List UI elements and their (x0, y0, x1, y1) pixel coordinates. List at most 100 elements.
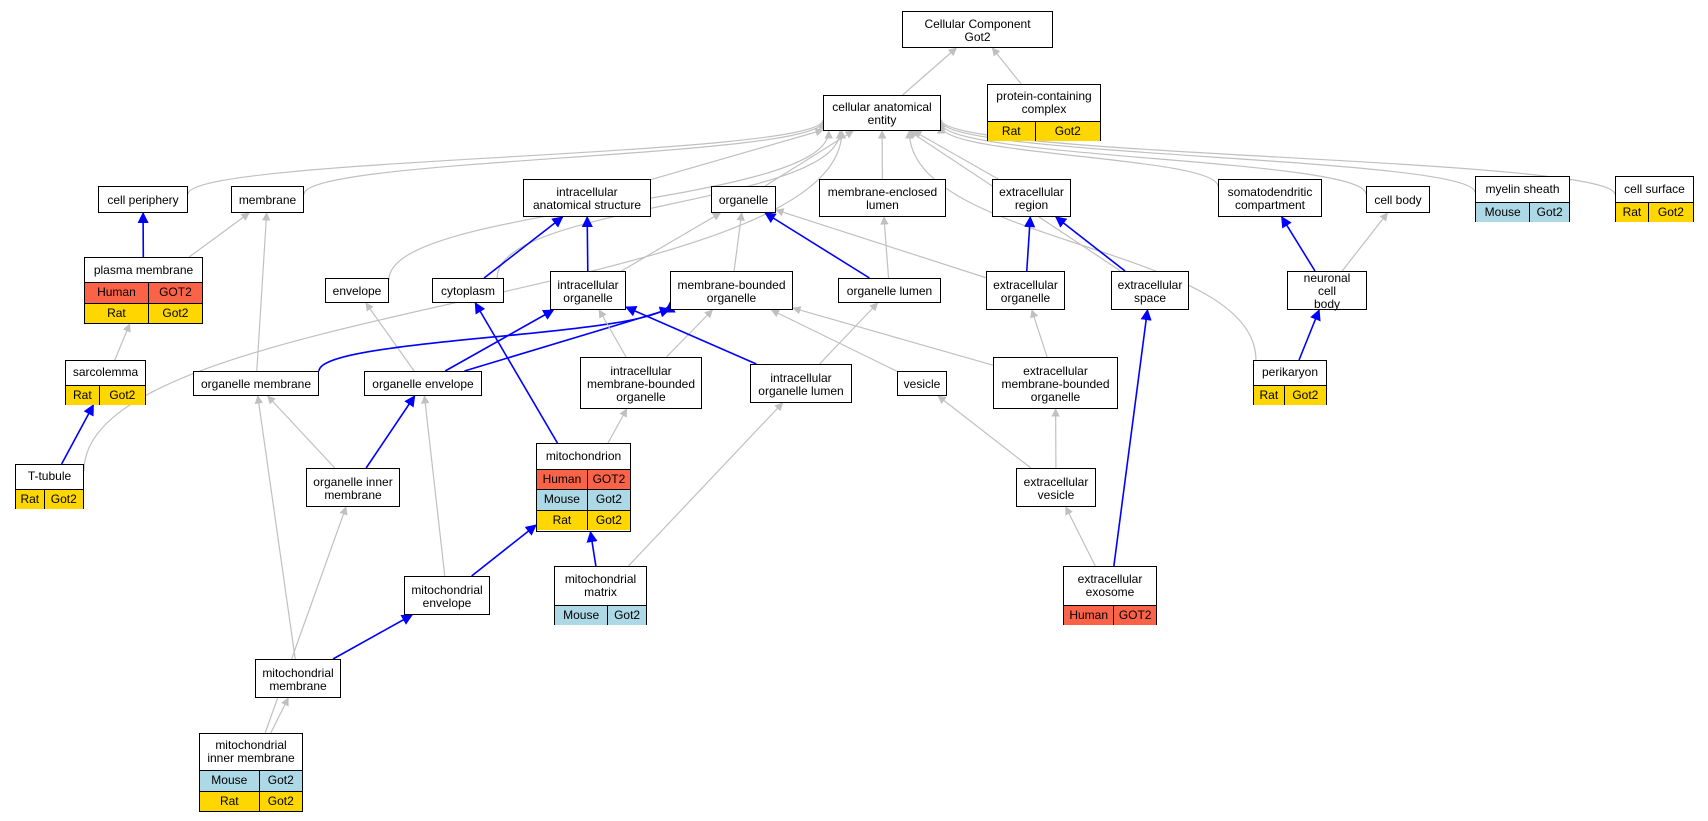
gene-cell: Got2 (43, 488, 83, 509)
gene-cell: Got2 (586, 489, 630, 510)
gene-cell: Got2 (98, 384, 145, 405)
node-label: mitochondrial envelope (411, 582, 483, 610)
species-cell: Rat (200, 790, 260, 811)
is-a-edge-protein-containing-complex-to-cellular-component (991, 47, 1022, 85)
node-extracellular-membrane-bounded-organelle: extracellular membrane-bounded organelle (993, 357, 1118, 409)
node-extracellular-space: extracellular space (1111, 271, 1189, 310)
gene-cell: GOT2 (1113, 604, 1156, 625)
is-a-edge-cellular-anatomical-entity-to-cellular-component (902, 47, 957, 96)
is-a-edge-mitochondrial-envelope-to-organelle-envelope (421, 395, 446, 577)
node-label: mitochondrial membrane (262, 665, 334, 693)
species-cell: Mouse (555, 604, 608, 625)
species-cell: Rat (988, 120, 1036, 141)
is-a-edge-perikaryon-to-cellular-anatomical-entity (905, 130, 1257, 361)
part-of-edge-mitochondrial-matrix-to-mitochondrion (586, 530, 598, 567)
node-label: membrane-bounded organelle (677, 277, 786, 305)
node-label: perikaryon (1261, 365, 1319, 380)
gene-cell: Got2 (147, 302, 202, 323)
species-cell: Rat (1616, 201, 1649, 222)
node-label: extracellular organelle (993, 277, 1058, 305)
node-membrane-bounded-organelle: membrane-bounded organelle (670, 271, 793, 310)
is-a-edge-mitochondrial-matrix-to-intracellular-organelle-lumen (627, 402, 784, 567)
node-organelle-inner-membrane: organelle inner membrane (306, 468, 400, 507)
node-label: extracellular region (999, 185, 1064, 212)
is-a-edge-extracellular-region-to-cellular-anatomical-entity (912, 130, 999, 180)
gene-cell: Got2 (258, 790, 302, 811)
node-label: extracellular membrane-bounded organelle (1001, 363, 1110, 404)
part-of-edge-mitochondrion-to-cytoplasm (474, 302, 559, 444)
node-label: vesicle (903, 377, 941, 391)
part-of-edge-mitochondrial-envelope-to-mitochondrion (471, 524, 537, 577)
is-a-edge-somatodendritic-compartment-to-cellular-anatomical-entity (936, 125, 1219, 187)
is-a-edge-extracellular-membrane-bounded-organelle-to-membrane-bounded-organelle (792, 306, 994, 366)
node-membrane: membrane (231, 186, 304, 213)
part-of-edge-intracellular-organelle-to-intracellular-anatomical-structure (581, 215, 593, 272)
node-intracellular-organelle-lumen: intracellular organelle lumen (750, 364, 852, 403)
gene-cell: Got2 (1529, 201, 1569, 222)
gene-cell: Got2 (607, 604, 646, 625)
node-label: myelin sheath (1485, 181, 1560, 196)
node-label: mitochondrial matrix (564, 571, 637, 599)
is-a-edge-membrane-bounded-organelle-to-organelle (733, 212, 745, 272)
node-cytoplasm: cytoplasm (432, 278, 504, 303)
is-a-edge-mitochondrial-membrane-to-organelle-membrane (254, 395, 296, 660)
is-a-edge-mitochondrial-inner-membrane-to-mitochondrial-membrane (270, 697, 289, 734)
node-vesicle: vesicle (897, 371, 947, 396)
node-organelle-lumen: organelle lumen (838, 278, 941, 303)
node-label: intracellular membrane-bounded organelle (586, 363, 696, 404)
part-of-edge-organelle-envelope-to-membrane-bounded-organelle (464, 306, 672, 372)
node-extracellular-region: extracellular region (992, 179, 1071, 217)
gene-cell: Got2 (258, 770, 302, 791)
node-intracellular-organelle: intracellular organelle (550, 271, 626, 310)
gene-cell: Got2 (1034, 120, 1100, 141)
node-label: intracellular organelle lumen (758, 370, 844, 398)
node-label: plasma membrane (93, 262, 194, 277)
part-of-edge-perikaryon-to-neuronal-cell-body (1298, 308, 1321, 361)
node-label: T-tubule (27, 469, 72, 484)
is-a-edge-intracellular-anatomical-structure-to-cellular-anatomical-entity (650, 128, 824, 181)
node-label: extracellular vesicle (1023, 474, 1089, 502)
gene-cell: Got2 (586, 509, 630, 530)
part-of-edge-organelle-envelope-to-intracellular-organelle (444, 309, 555, 372)
is-a-edge-extracellular-exosome-to-extracellular-vesicle (1065, 506, 1096, 567)
is-a-edge-extracellular-organelle-to-organelle (775, 208, 987, 279)
node-organelle: organelle (711, 186, 776, 213)
is-a-edge-cell-body-to-cellular-anatomical-entity (936, 122, 1367, 195)
gene-cell: GOT2 (147, 282, 202, 303)
part-of-edge-t-tubule-to-sarcolemma (60, 404, 95, 465)
part-of-edge-organelle-inner-membrane-to-organelle-envelope (365, 395, 416, 469)
node-cellular-anatomical-entity: cellular anatomical entity (823, 95, 941, 131)
node-organelle-membrane: organelle membrane (193, 371, 319, 396)
node-cell-body: cell body (1366, 186, 1430, 213)
species-cell: Rat (85, 302, 149, 323)
node-label: sarcolemma (72, 365, 139, 380)
part-of-edge-extracellular-exosome-to-extracellular-space (1113, 308, 1152, 567)
node-label: cell body (1374, 193, 1422, 207)
is-a-edge-vesicle-to-membrane-bounded-organelle (770, 309, 898, 372)
node-label: membrane-enclosed lumen (827, 185, 938, 212)
node-cell-periphery: cell periphery (98, 186, 188, 213)
is-a-edge-intracellular-organelle-to-organelle (621, 212, 722, 272)
